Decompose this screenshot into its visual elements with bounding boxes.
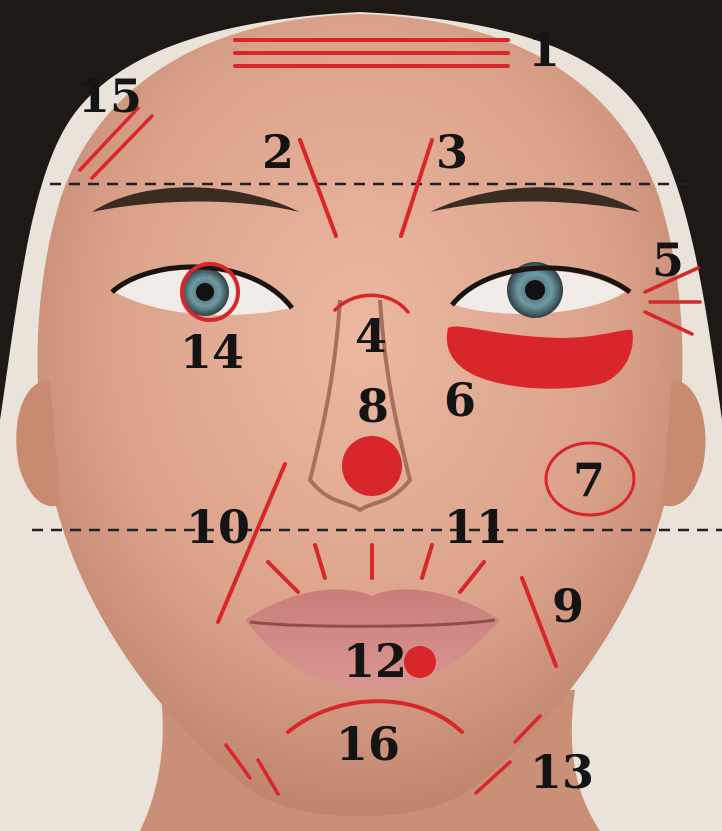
- label-9: 9: [552, 579, 584, 633]
- label-7: 7: [573, 453, 605, 507]
- label-1: 1: [528, 23, 560, 77]
- label-2: 2: [262, 125, 294, 179]
- label-6: 6: [444, 373, 476, 427]
- label-15: 15: [78, 69, 142, 123]
- label-11: 11: [444, 500, 508, 554]
- marker-12-lip-dot: [404, 646, 436, 678]
- label-14: 14: [180, 325, 244, 379]
- marker-8-nose-tip: [342, 436, 402, 496]
- label-10: 10: [186, 500, 250, 554]
- label-3: 3: [436, 125, 468, 179]
- label-4: 4: [355, 309, 387, 363]
- label-5: 5: [652, 233, 684, 287]
- label-8: 8: [357, 379, 389, 433]
- label-16: 16: [336, 717, 400, 771]
- label-13: 13: [530, 745, 594, 799]
- label-12: 12: [343, 634, 407, 688]
